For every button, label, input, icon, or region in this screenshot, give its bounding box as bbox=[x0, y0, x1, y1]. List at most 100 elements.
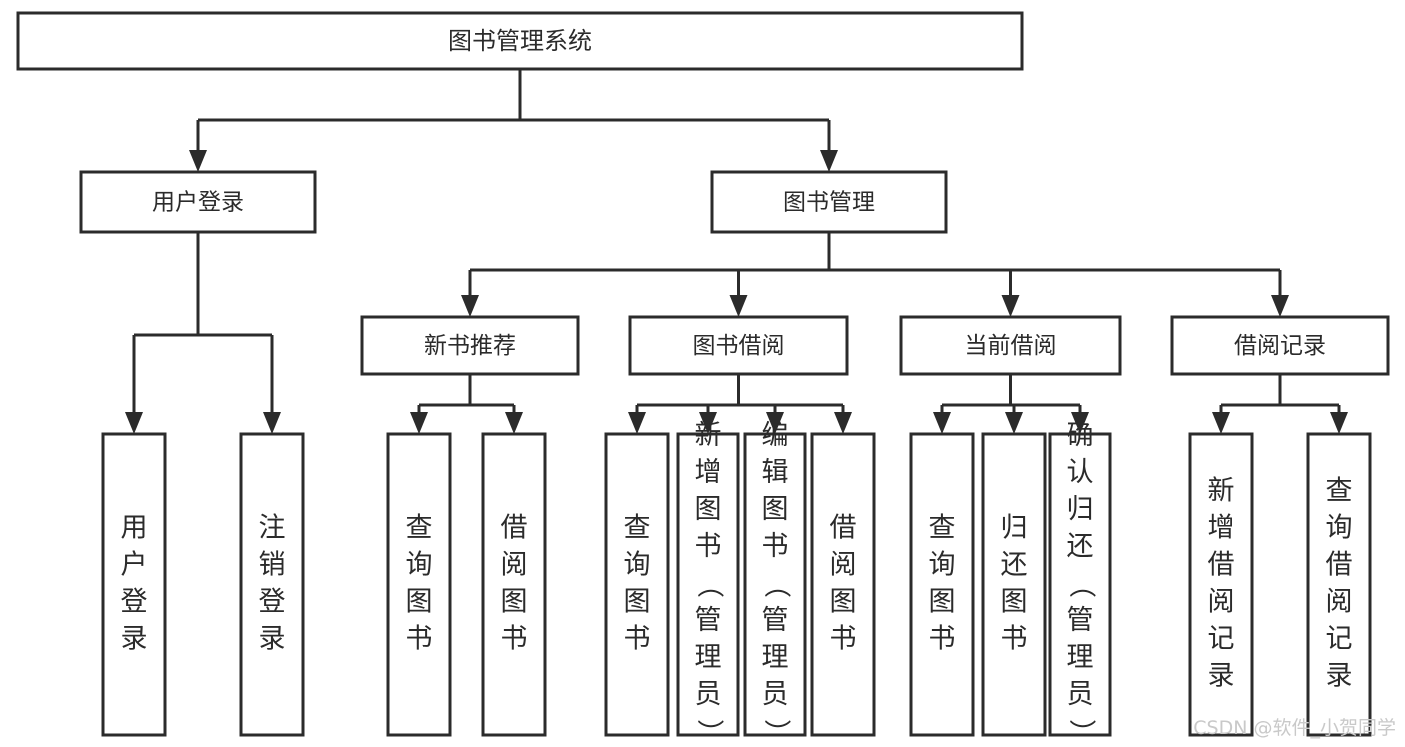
label-char: （ bbox=[1066, 571, 1097, 598]
label-char: 查 bbox=[624, 513, 651, 544]
label-char: 编 bbox=[762, 420, 789, 451]
label-char: 查 bbox=[406, 513, 433, 544]
label-char: 户 bbox=[121, 550, 148, 581]
node-leaf-l-user-login[interactable]: 用户登录 bbox=[101, 432, 167, 737]
label-char: 图 bbox=[762, 494, 789, 525]
label-char: 书 bbox=[762, 531, 789, 562]
label-char: （ bbox=[694, 571, 725, 598]
label-char: 阅 bbox=[1208, 587, 1235, 618]
label-char: 增 bbox=[695, 457, 722, 488]
watermark-label: CSDN @软件_小贺同学 bbox=[1193, 717, 1396, 739]
label-char: 询 bbox=[624, 550, 651, 581]
node-level2-borrow-record[interactable]: 借阅记录 bbox=[1170, 315, 1390, 376]
label-char: 辑 bbox=[762, 457, 789, 488]
label-char: ） bbox=[1066, 719, 1097, 746]
node-label-book-borrow: 图书借阅 bbox=[693, 333, 785, 359]
label-char: 理 bbox=[1067, 642, 1094, 673]
box-outline-l-query-book-2 bbox=[604, 432, 670, 737]
label-char: 录 bbox=[1326, 661, 1353, 692]
arrow-head-icon-user-login bbox=[189, 150, 207, 172]
label-char: 阅 bbox=[1326, 587, 1353, 618]
label-char: 归 bbox=[1067, 494, 1094, 525]
label-char: 借 bbox=[1326, 550, 1353, 581]
label-char: 书 bbox=[830, 624, 857, 655]
label-char: 书 bbox=[695, 531, 722, 562]
arrow-head-icon-l-add-book bbox=[699, 412, 717, 434]
label-char: 图 bbox=[929, 587, 956, 618]
label-char: 录 bbox=[121, 624, 148, 655]
label-char: 书 bbox=[406, 624, 433, 655]
node-label-borrow-record: 借阅记录 bbox=[1234, 333, 1326, 359]
node-level2-book-borrow[interactable]: 图书借阅 bbox=[628, 315, 849, 376]
label-char: 确 bbox=[1067, 420, 1094, 451]
node-level1-user-login[interactable]: 用户登录 bbox=[79, 170, 317, 234]
node-root-root[interactable]: 图书管理系统 bbox=[16, 11, 1024, 71]
label-char: 查 bbox=[1326, 476, 1353, 507]
box-outline-book-borrow bbox=[628, 315, 849, 376]
arrow-head-icon-l-add-record bbox=[1212, 412, 1230, 434]
box-outline-l-add-book bbox=[676, 432, 740, 737]
label-char: 图 bbox=[695, 494, 722, 525]
box-outline-l-borrow-book-1 bbox=[481, 432, 547, 737]
arrow-head-icon-current-borrow bbox=[1001, 295, 1020, 317]
label-char: 借 bbox=[1208, 550, 1235, 581]
box-outline-l-query-book-1 bbox=[386, 432, 452, 737]
label-char: 询 bbox=[406, 550, 433, 581]
label-char: 登 bbox=[259, 587, 286, 618]
node-level1-book-manage[interactable]: 图书管理 bbox=[710, 170, 948, 234]
label-char: 记 bbox=[1208, 624, 1235, 655]
label-char: 书 bbox=[624, 624, 651, 655]
label-char: 认 bbox=[1067, 457, 1094, 488]
node-layer: 图书管理系统用户登录图书管理新书推荐图书借阅当前借阅借阅记录用户登录注销登录查询… bbox=[16, 11, 1390, 746]
box-outline-l-confirm-return bbox=[1048, 432, 1112, 737]
node-label-current-borrow: 当前借阅 bbox=[965, 333, 1057, 359]
label-char: 登 bbox=[121, 587, 148, 618]
node-label-book-manage: 图书管理 bbox=[783, 190, 875, 216]
arrow-head-icon-l-query-record bbox=[1330, 412, 1348, 434]
label-char: 员 bbox=[695, 679, 722, 710]
arrow-head-icon-new-book bbox=[461, 295, 479, 317]
label-char: 录 bbox=[1208, 661, 1235, 692]
arrow-head-icon-l-query-book-1 bbox=[410, 412, 428, 434]
label-char: 管 bbox=[1067, 605, 1094, 636]
label-char: 新 bbox=[695, 420, 722, 451]
box-outline-l-add-record bbox=[1188, 432, 1254, 737]
arrow-head-icon-l-edit-book bbox=[766, 412, 784, 434]
arrow-head-icon-book-borrow bbox=[729, 295, 748, 317]
node-label-root: 图书管理系统 bbox=[448, 27, 592, 55]
label-char: 员 bbox=[1067, 679, 1094, 710]
label-char: 管 bbox=[762, 605, 789, 636]
box-outline-l-return-book bbox=[981, 432, 1047, 737]
box-outline-l-user-login bbox=[101, 432, 167, 737]
node-level2-current-borrow[interactable]: 当前借阅 bbox=[899, 315, 1122, 376]
label-char: 询 bbox=[929, 550, 956, 581]
arrow-head-icon-borrow-record bbox=[1271, 295, 1289, 317]
node-level2-new-book[interactable]: 新书推荐 bbox=[360, 315, 580, 376]
arrow-head-icon-l-borrow-book-1 bbox=[505, 412, 523, 434]
label-char: 还 bbox=[1001, 550, 1028, 581]
node-label-l-user-login: 用户登录 bbox=[121, 513, 148, 655]
label-char: 注 bbox=[259, 513, 286, 544]
label-char: 图 bbox=[1001, 587, 1028, 618]
box-outline-l-borrow-book-2 bbox=[810, 432, 876, 737]
